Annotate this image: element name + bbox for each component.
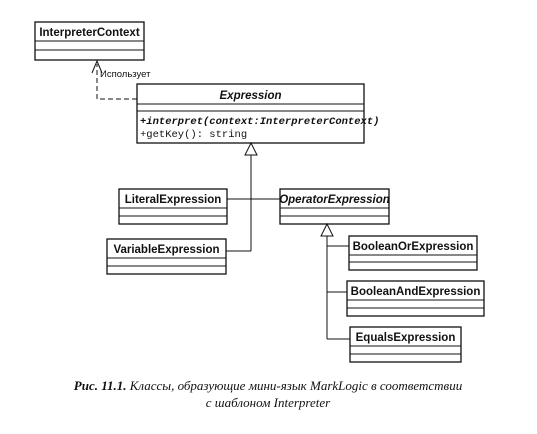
class-name: BooleanOrExpression <box>353 241 474 253</box>
class-operator-expression: OperatorExpression <box>279 188 390 225</box>
class-box <box>136 83 365 144</box>
dependency-uses: Использует <box>91 59 151 100</box>
class-literal-expression: LiteralExpression <box>118 188 228 225</box>
inheritance-to-expression <box>226 141 280 252</box>
uses-label: Использует <box>100 69 151 80</box>
dependency-line <box>96 64 137 100</box>
class-name: VariableExpression <box>113 244 219 256</box>
class-name: LiteralExpression <box>125 194 222 206</box>
inheritance-arrowhead <box>320 222 334 237</box>
class-box <box>348 235 478 271</box>
class-box <box>279 188 390 225</box>
class-name: BooleanAndExpression <box>351 286 481 298</box>
caption-label: Рис. 11.1. <box>74 378 127 393</box>
caption-text-1: Классы, образующие мини-язык MarkLogic в… <box>127 378 463 393</box>
class-name: EqualsExpression <box>356 332 456 344</box>
class-interpreter-context: InterpreterContext <box>34 21 145 61</box>
class-box <box>118 188 228 225</box>
class-expression: Expression +interpret(context:Interprete… <box>136 83 379 144</box>
class-name: InterpreterContext <box>39 27 139 39</box>
class-boolean-and-expression: BooleanAndExpression <box>346 280 485 317</box>
dependency-arrowhead <box>91 59 103 74</box>
class-box <box>346 280 485 317</box>
class-variable-expression: VariableExpression <box>106 238 227 275</box>
figure-caption: Рис. 11.1. Классы, образующие мини-язык … <box>74 378 463 410</box>
caption-line-1: Рис. 11.1. Классы, образующие мини-язык … <box>74 378 463 393</box>
inheritance-to-operator-expression <box>320 222 350 340</box>
class-name: Expression <box>220 90 282 102</box>
class-equals-expression: EqualsExpression <box>349 326 462 363</box>
inheritance-arrowhead <box>244 141 258 156</box>
class-boolean-or-expression: BooleanOrExpression <box>348 235 478 271</box>
operation-get-key: +getKey(): string <box>140 129 247 141</box>
class-box <box>349 326 462 363</box>
class-name: OperatorExpression <box>279 194 390 206</box>
caption-line-2: с шаблоном Interpreter <box>206 395 331 410</box>
operation-interpret: +interpret(context:InterpreterContext) <box>140 116 379 128</box>
class-box <box>106 238 227 275</box>
